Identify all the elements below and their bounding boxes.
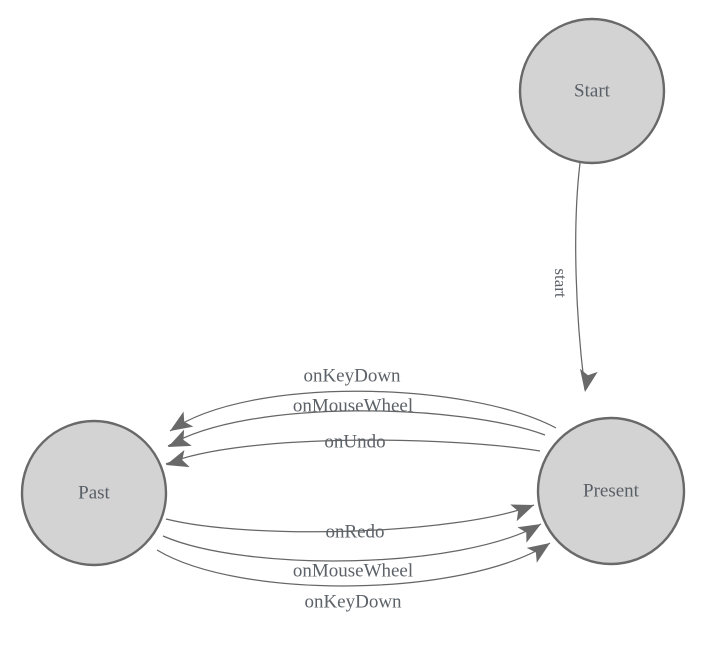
edge-label-start: start	[551, 268, 570, 298]
edge-present-to-past-onkeydown[interactable]	[169, 390, 557, 432]
node-past-label: Past	[78, 482, 110, 503]
arrowhead-icon	[526, 543, 550, 563]
edge-label-layer: start onKeyDown onMouseWheel onUndo onRe…	[293, 268, 570, 612]
arrowhead-icon	[168, 429, 192, 447]
edge-path[interactable]	[169, 390, 557, 432]
node-layer: Start Past Present	[20, 17, 686, 567]
edge-past-to-present-onmousewheel[interactable]	[162, 523, 542, 562]
node-present-label: Present	[583, 480, 640, 501]
node-start[interactable]: Start	[518, 17, 666, 165]
node-past-circle[interactable]	[20, 419, 168, 567]
edge-present-to-past-onmousewheel[interactable]	[167, 410, 546, 447]
edge-layer	[156, 162, 586, 587]
edge-label-onundo: onUndo	[324, 431, 385, 452]
arrowhead-icon	[170, 411, 194, 431]
edge-path[interactable]	[162, 523, 542, 562]
node-present-circle[interactable]	[536, 416, 686, 566]
arrowhead-icon	[517, 524, 541, 543]
edge-path[interactable]	[167, 410, 546, 447]
edge-label-onkeydown-bottom: onKeyDown	[304, 591, 402, 612]
node-past[interactable]: Past	[20, 419, 168, 567]
edge-path[interactable]	[165, 504, 535, 533]
edge-label-onredo: onRedo	[325, 521, 384, 542]
edge-label-onmousewheel-bottom: onMouseWheel	[293, 560, 413, 581]
edge-past-to-present-onkeydown[interactable]	[156, 542, 551, 587]
node-present[interactable]: Present	[536, 416, 686, 566]
arrowhead-icon	[579, 368, 598, 392]
node-start-circle[interactable]	[518, 17, 666, 165]
edge-label-onmousewheel-top: onMouseWheel	[293, 395, 413, 416]
edge-label-onkeydown-top: onKeyDown	[303, 365, 401, 386]
edge-start-to-present[interactable]	[575, 162, 586, 391]
edge-path[interactable]	[575, 162, 586, 391]
edge-path[interactable]	[156, 542, 551, 587]
arrowhead-layer	[166, 368, 598, 563]
node-start-label: Start	[574, 80, 611, 101]
edge-past-to-present-onredo[interactable]	[165, 504, 535, 533]
arrowhead-icon	[166, 449, 190, 468]
arrowhead-icon	[510, 504, 534, 522]
edge-present-to-past-onundo[interactable]	[165, 439, 541, 465]
edge-path[interactable]	[165, 439, 541, 465]
